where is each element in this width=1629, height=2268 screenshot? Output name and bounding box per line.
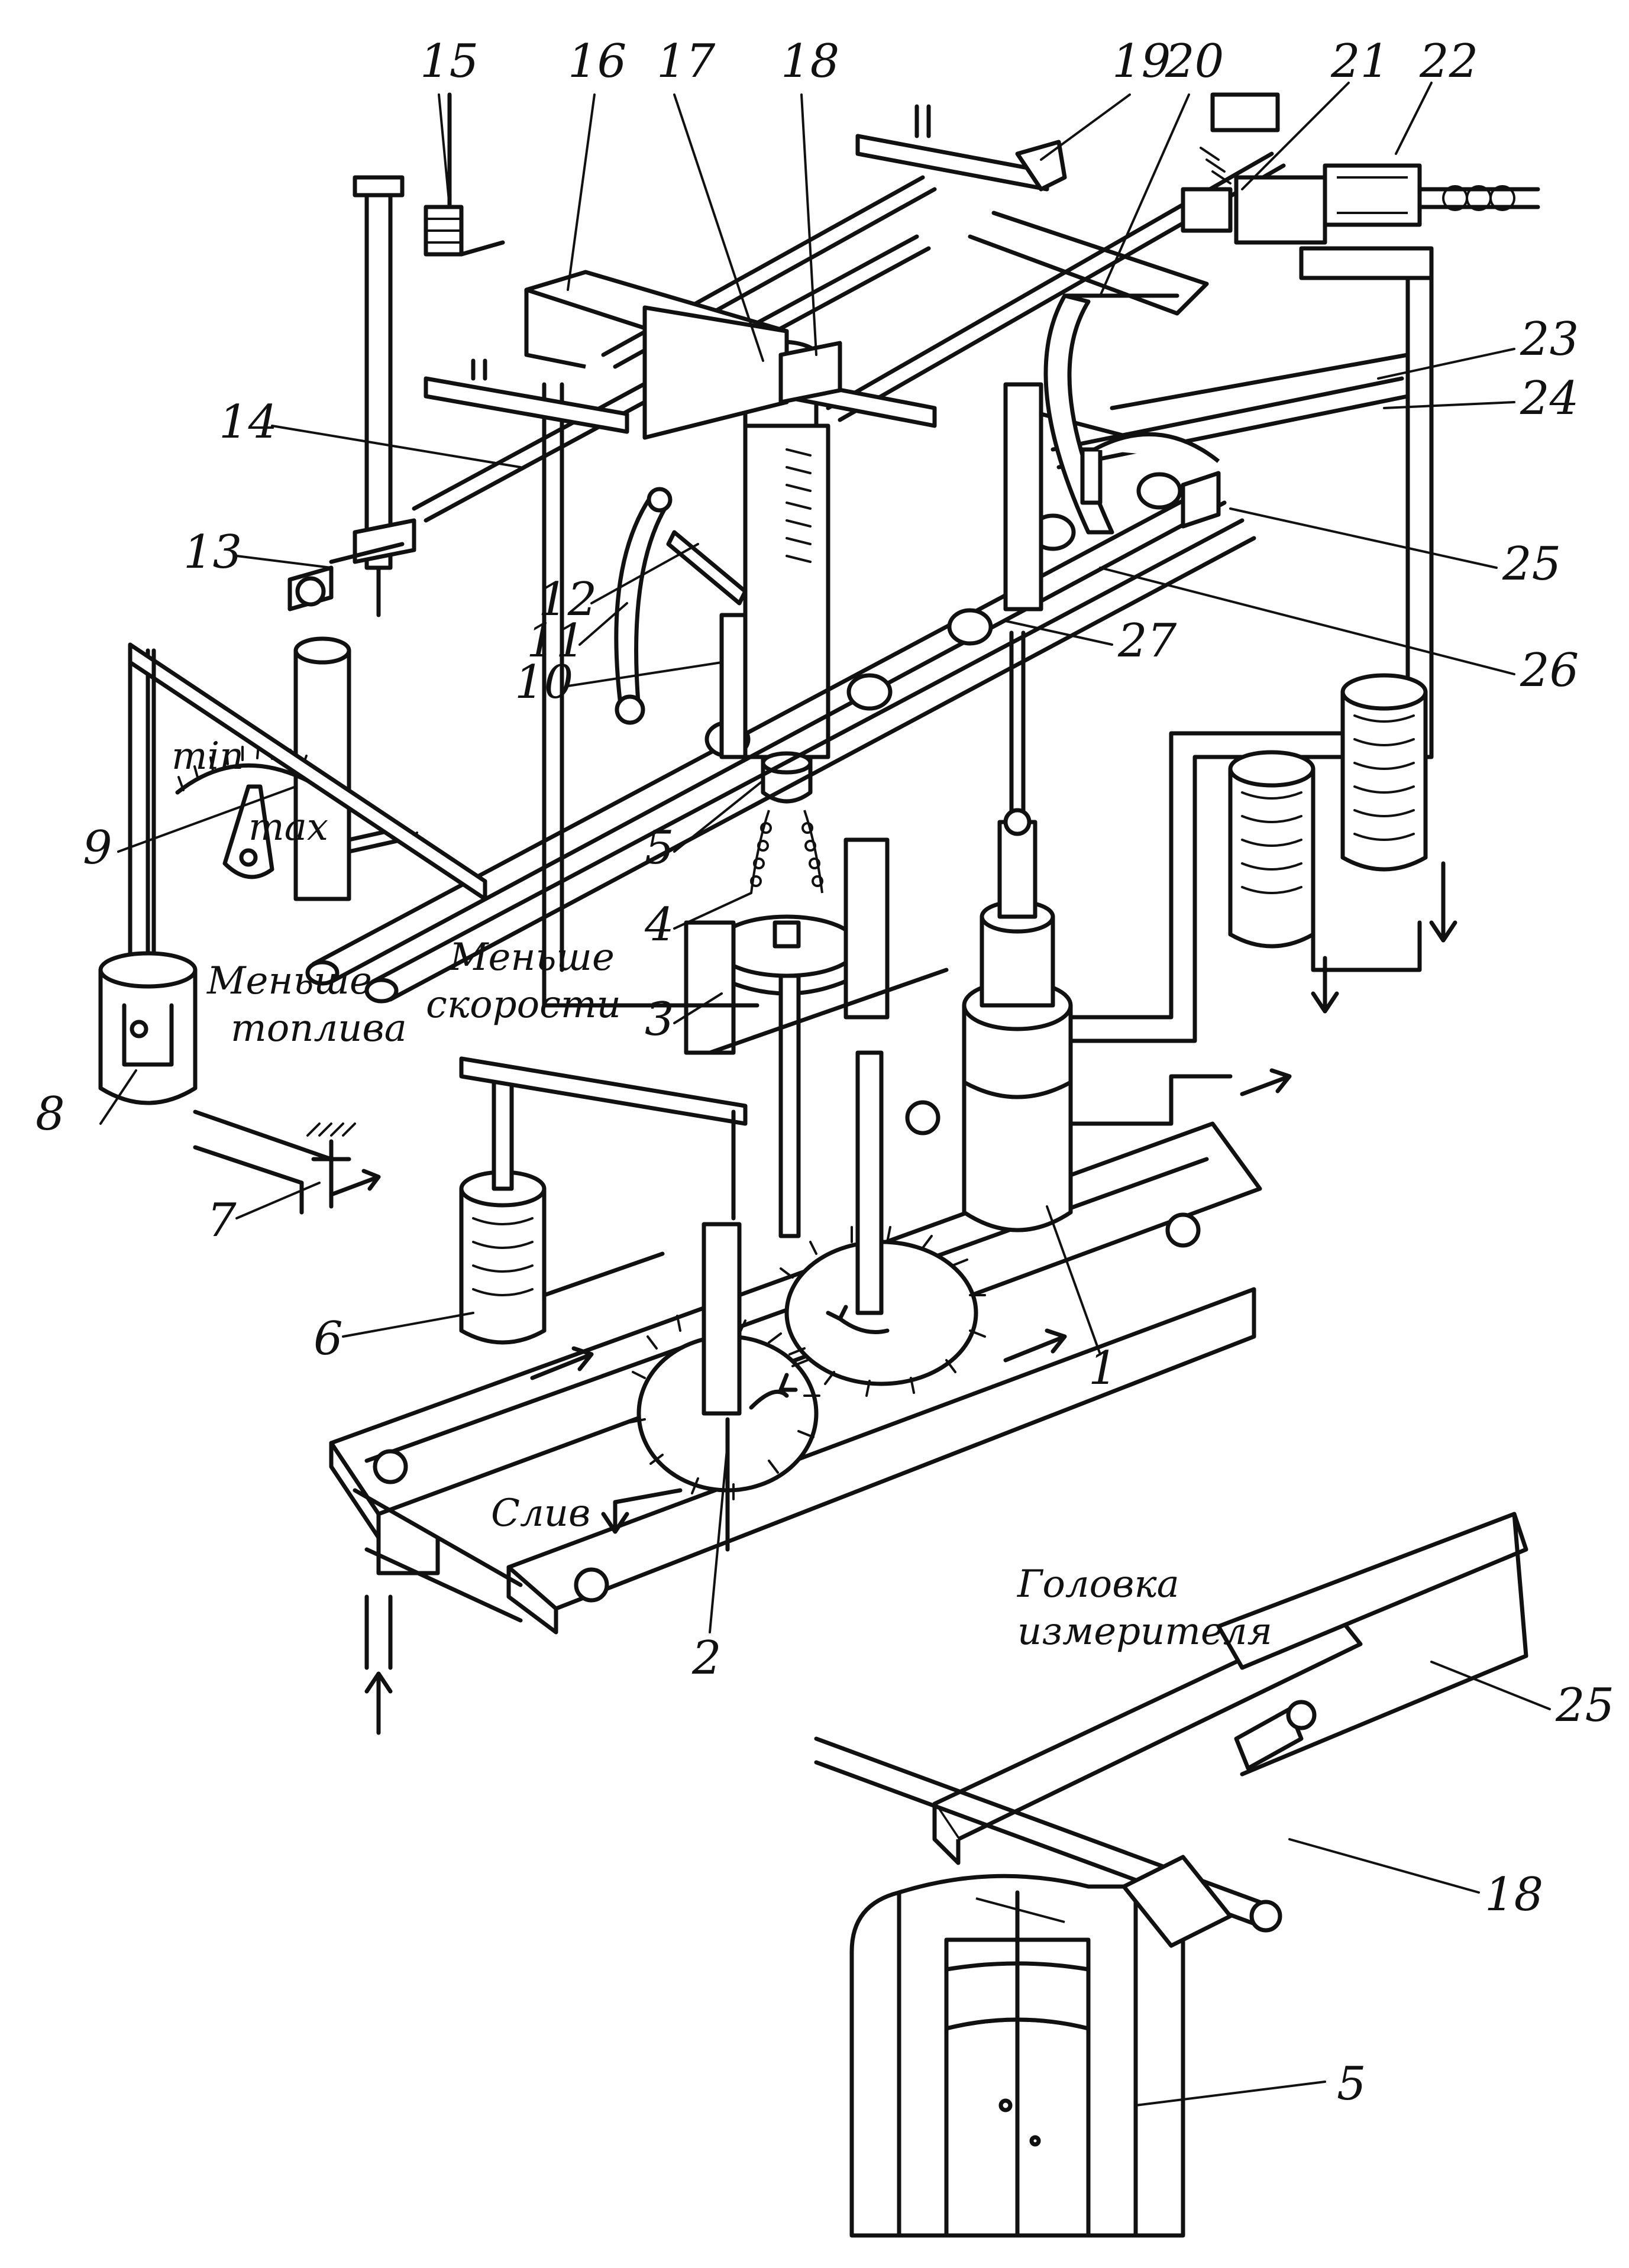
label-15: 15: [420, 35, 479, 88]
callout-numbers: 15 16 17 18 19 20 21 22 23 24 25 26 27 1…: [35, 35, 1579, 1685]
label-17: 17: [657, 35, 716, 88]
label-20: 20: [1165, 35, 1224, 88]
label-19: 19: [1112, 35, 1171, 88]
label-2: 2: [691, 1632, 722, 1685]
label-4: 4: [644, 898, 674, 952]
drain-label: Слив: [491, 1491, 590, 1535]
callout-leaders: [99, 82, 1515, 1633]
control-rods: [305, 151, 1410, 1004]
label-13: 13: [183, 526, 242, 579]
label-8: 8: [35, 1088, 65, 1141]
captions: min max Меньше топлива Меньше скорости С…: [172, 735, 1272, 1654]
base-oil-channel: [329, 1068, 1292, 1735]
spring-cylinders: [1228, 673, 1457, 1014]
label-23: 23: [1520, 313, 1579, 366]
meter-head-inset: [814, 1512, 1551, 2238]
meter-head-label-line1: Головка: [1017, 1562, 1179, 1606]
less-speed-label-line1: Меньше: [449, 936, 615, 979]
inset-callout-numbers: 25 18 5: [1337, 1679, 1614, 2111]
label-6: 6: [313, 1312, 343, 1366]
label-9: 9: [83, 821, 112, 875]
less-speed-label-line2: скорости: [426, 983, 621, 1027]
label-16: 16: [568, 35, 626, 88]
label-22: 22: [1419, 35, 1478, 88]
label-11: 11: [526, 614, 585, 668]
label-3: 3: [645, 993, 674, 1046]
inset-label-18: 18: [1485, 1868, 1543, 1921]
label-24: 24: [1520, 372, 1579, 425]
less-fuel-label-line1: Меньше: [206, 959, 372, 1003]
label-7: 7: [207, 1194, 237, 1247]
gauge-min-label: min: [172, 735, 244, 778]
left-frame-cylinder: [98, 642, 487, 1215]
label-18: 18: [781, 35, 839, 88]
meter-head-label-line2: измерителя: [1017, 1610, 1272, 1654]
label-14: 14: [219, 396, 277, 449]
top-frame: [287, 92, 1209, 1008]
label-10: 10: [515, 656, 573, 709]
less-fuel-label-line2: топлива: [231, 1007, 407, 1050]
gauge-max-label: max: [248, 805, 328, 849]
servo-cylinder: [459, 1056, 748, 1345]
inset-label-5: 5: [1337, 2057, 1366, 2111]
inset-label-25: 25: [1555, 1679, 1614, 1732]
label-25: 25: [1502, 538, 1561, 591]
label-1: 1: [1088, 1342, 1118, 1395]
actuator-block: [1181, 92, 1540, 594]
label-27: 27: [1117, 614, 1177, 668]
label-21: 21: [1330, 35, 1389, 88]
gear-pump: [629, 1050, 986, 1552]
label-5: 5: [645, 821, 674, 875]
label-26: 26: [1520, 644, 1579, 697]
label-12: 12: [538, 573, 597, 626]
accumulator-piston: [962, 589, 1434, 1232]
